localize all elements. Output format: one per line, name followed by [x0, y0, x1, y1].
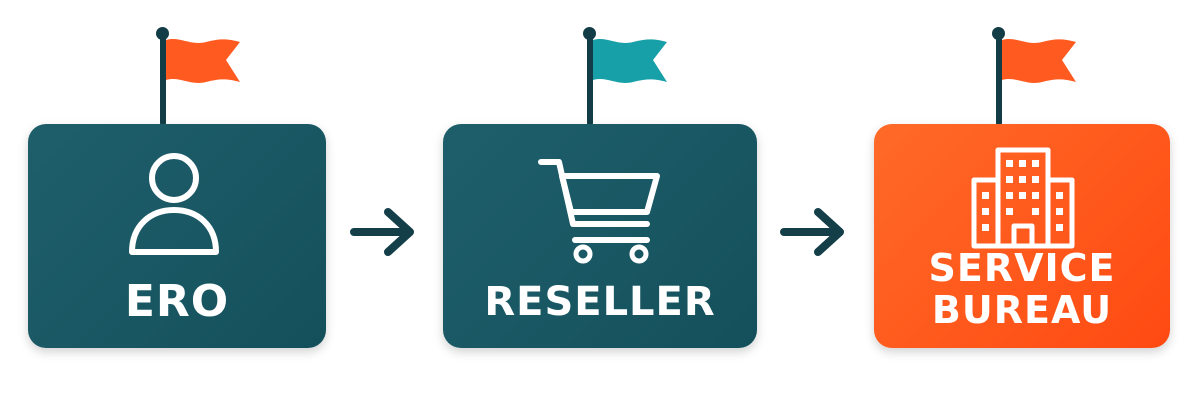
service-bureau-card: SERVICE BUREAU	[874, 124, 1170, 348]
teal-flag-icon	[593, 39, 667, 83]
flag-pole-cap	[156, 27, 169, 40]
right-arrow-icon	[780, 208, 844, 256]
node-label-line-2: BUREAU	[931, 288, 1113, 332]
shopping-cart-icon	[538, 159, 660, 264]
node-service-bureau: SERVICE BUREAU	[0, 0, 1170, 348]
node-label: RESELLER	[484, 279, 716, 325]
node-label-line-1: SERVICE	[928, 246, 1116, 290]
flag-pole	[996, 34, 1002, 126]
flag-pole-cap	[992, 27, 1005, 40]
node-label: ERO	[124, 276, 230, 327]
flag-pole	[587, 34, 593, 126]
reseller-card: RESELLER	[443, 124, 757, 348]
orange-flag-icon	[166, 39, 240, 83]
right-arrow-icon	[350, 208, 414, 256]
flag-pole	[160, 34, 166, 126]
node-ero: ERO	[0, 0, 326, 348]
flag-pole-cap	[583, 27, 596, 40]
office-building-icon	[971, 147, 1075, 249]
ero-card: ERO	[28, 124, 326, 348]
person-icon	[129, 153, 219, 255]
orange-flag-icon	[1002, 39, 1076, 83]
node-reseller: RESELLER	[0, 0, 757, 348]
